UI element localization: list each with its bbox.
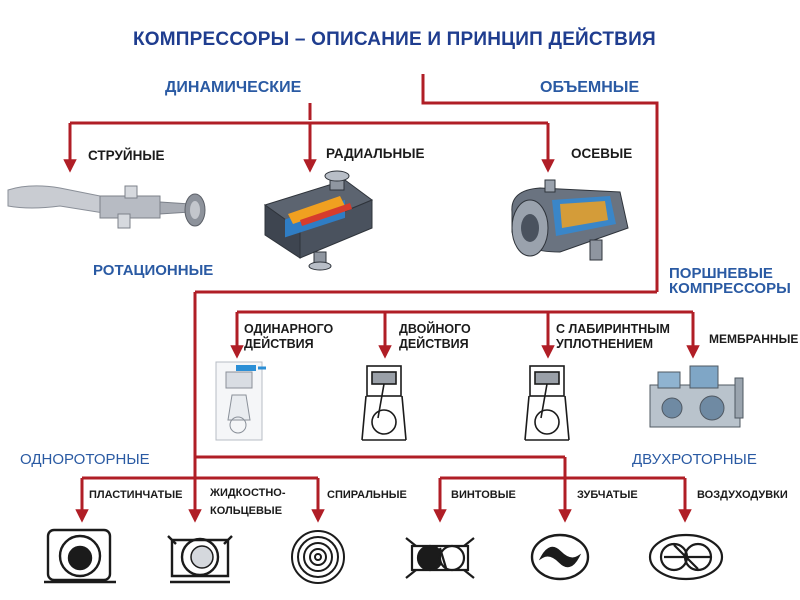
type-axial-label: ОСЕВЫЕ (571, 146, 633, 161)
liquid-ring-compressor-icon (167, 535, 233, 584)
type-jet-label: СТРУЙНЫЕ (88, 148, 165, 163)
type-radial-label: РАДИАЛЬНЫЕ (326, 146, 425, 161)
rotor-blower-label: ВОЗДУХОДУВКИ (697, 489, 788, 501)
category-piston: ПОРШНЕВЫЕ КОМПРЕССОРЫ (669, 265, 791, 297)
axial-compressor-image (511, 179, 629, 261)
single-action-piston-image (215, 361, 266, 441)
piston-membrane-label: МЕМБРАННЫЕ (709, 332, 799, 346)
vane-compressor-icon (44, 528, 116, 584)
page-title: КОМПРЕССОРЫ – ОПИСАНИЕ И ПРИНЦИП ДЕЙСТВИ… (133, 29, 656, 50)
category-twin-rotor: ДВУХРОТОРНЫЕ (632, 451, 757, 468)
blower-icon (648, 533, 724, 581)
labyrinth-piston-image (524, 365, 570, 441)
category-rotary: РОТАЦИОННЫЕ (93, 262, 214, 279)
membrane-compressor-image (649, 365, 744, 428)
double-action-piston-image (361, 365, 407, 441)
piston-single-action-label: ОДИНАРНОГО ДЕЙСТВИЯ (244, 322, 334, 351)
piston-labyrinth-label: С ЛАБИРИНТНЫМ УПЛОТНЕНИЕМ (556, 322, 670, 351)
piston-double-action-label: ДВОЙНОГО ДЕЙСТВИЯ (399, 322, 471, 351)
rotor-liquid-ring-label: ЖИДКОСТНО-КОЛЬЦЕВЫЕ (210, 487, 286, 517)
category-dynamic: ДИНАМИЧЕСКИЕ (165, 79, 302, 96)
jet-compressor-image (7, 185, 206, 229)
category-volumetric: ОБЪЕМНЫЕ (540, 79, 640, 96)
scroll-compressor-icon (291, 530, 345, 584)
rotor-scroll-label: СПИРАЛЬНЫЕ (327, 489, 407, 501)
gear-compressor-icon (530, 533, 590, 581)
radial-compressor-image (263, 170, 374, 271)
root-to-volumetric-line (421, 74, 659, 292)
screw-compressor-icon (405, 537, 475, 579)
category-single-rotor: ОДНОРОТОРНЫЕ (20, 451, 150, 468)
connector-lines (63, 74, 700, 523)
rotor-gear-label: ЗУБЧАТЫЕ (577, 489, 638, 501)
rotor-vane-label: ПЛАСТИНЧАТЫЕ (89, 489, 183, 501)
rotor-screw-label: ВИНТОВЫЕ (451, 489, 516, 501)
